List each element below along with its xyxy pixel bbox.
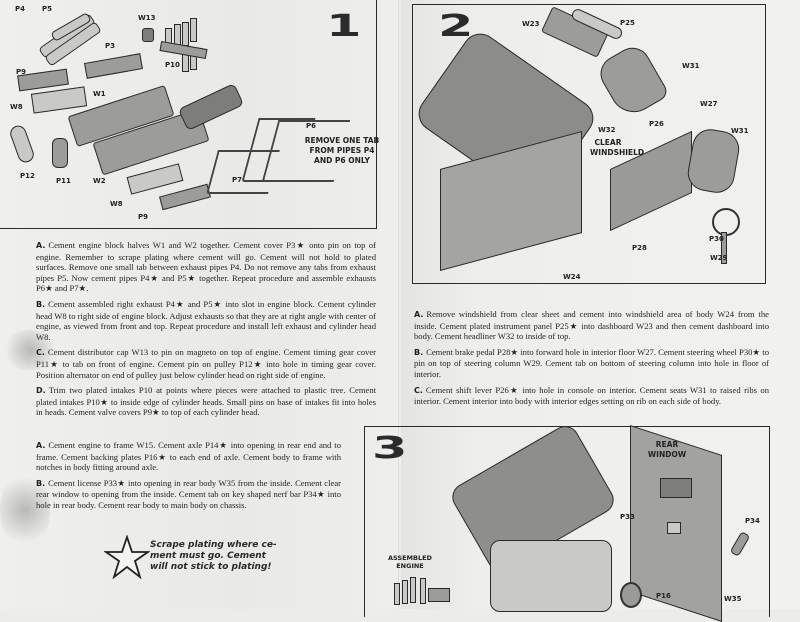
label-p28: P28 [632,244,647,252]
label-w27: W27 [700,100,718,108]
license-p33 [667,522,681,534]
label-p3: P3 [105,42,116,50]
label-w31-right: W31 [731,127,749,135]
smudge [0,470,50,550]
label-w23: W23 [522,20,540,28]
step3-number: 3 [372,431,407,466]
label-w24: W24 [563,273,581,281]
label-p10: P10 [165,61,180,69]
label-assembled-engine: ASSEMBLED ENGINE [388,554,432,570]
label-p34: P34 [745,517,760,525]
label-p4: P4 [15,5,26,13]
label-p30: P30 [709,235,724,243]
label-w32: W32 [598,126,616,134]
label-clear-windshield: CLEAR WINDSHIELD [590,138,645,157]
tip-line-2: ment must go. Cement [150,551,266,561]
step2-diagram-panel [412,4,766,284]
label-w8-top: W8 [10,103,23,111]
label-p12: P12 [20,172,35,180]
rear-window [660,478,692,498]
step2-instruction-a: A.Remove windshield from clear sheet and… [414,309,769,342]
label-w2: W2 [93,177,106,185]
label-p16: P16 [656,592,671,600]
page-fold [398,0,402,609]
label-p26: P26 [649,120,664,128]
label-p9-top: P9 [16,68,27,76]
step2-instruction-b: B.Cement brake pedal P28★ into forward h… [414,346,769,379]
backing-plate-p16 [620,582,642,608]
label-p6: P6 [306,122,317,130]
label-p9-bottom: P9 [138,213,149,221]
label-w13: W13 [138,14,156,22]
step1-instruction-d: D.Trim two plated intakes P10 at points … [36,385,376,418]
step1-instructions: A.Cement engine block halves W1 and W2 t… [36,240,376,423]
timing-cover-p11 [52,138,68,168]
label-p33: P33 [620,513,635,521]
step1-instruction-a: A.Cement engine block halves W1 and W2 t… [36,240,376,294]
label-rear-window: REAR WINDOW [647,440,687,459]
plating-tip: Scrape plating where ce- ment must go. C… [150,540,277,573]
step1-diagram-panel [0,0,377,229]
label-w31-top: W31 [682,62,700,70]
step2-instructions: A.Remove windshield from clear sheet and… [414,309,769,412]
label-p25: P25 [620,19,635,27]
tip-line-3: will not stick to plating! [150,562,272,572]
step1-instruction-b: B.Cement assembled right exhaust P4★ and… [36,298,376,342]
star-icon [104,535,150,579]
tip-line-1: Scrape plating where ce- [150,540,277,550]
car-body-interior [490,540,612,612]
label-p11: P11 [56,177,71,185]
label-p7: P7 [232,176,243,184]
smudge [0,330,60,370]
steering-column-w29 [721,232,727,264]
step3-instruction-b: B.Cement license P33★ into opening in re… [36,477,341,510]
label-w8-bottom: W8 [110,200,123,208]
step3-instructions: A.Cement engine to frame W15. Cement axl… [36,440,341,516]
step2-number: 2 [438,9,473,44]
label-p5: P5 [42,5,53,13]
label-w35: W35 [724,595,742,603]
distributor-cap-w13 [142,28,154,42]
step1-number: 1 [326,9,361,44]
step2-instruction-c: C.Cement shift lever P26★ into hole in c… [414,384,769,407]
label-w1: W1 [93,90,106,98]
remove-tab-note: REMOVE ONE TAB FROM PIPES P4 AND P6 ONLY [304,136,380,165]
step3-instruction-a: A.Cement engine to frame W15. Cement axl… [36,440,341,473]
step1-instruction-c: C.Cement distributor cap W13 to pin on m… [36,347,376,380]
label-w29: W29 [710,254,728,262]
